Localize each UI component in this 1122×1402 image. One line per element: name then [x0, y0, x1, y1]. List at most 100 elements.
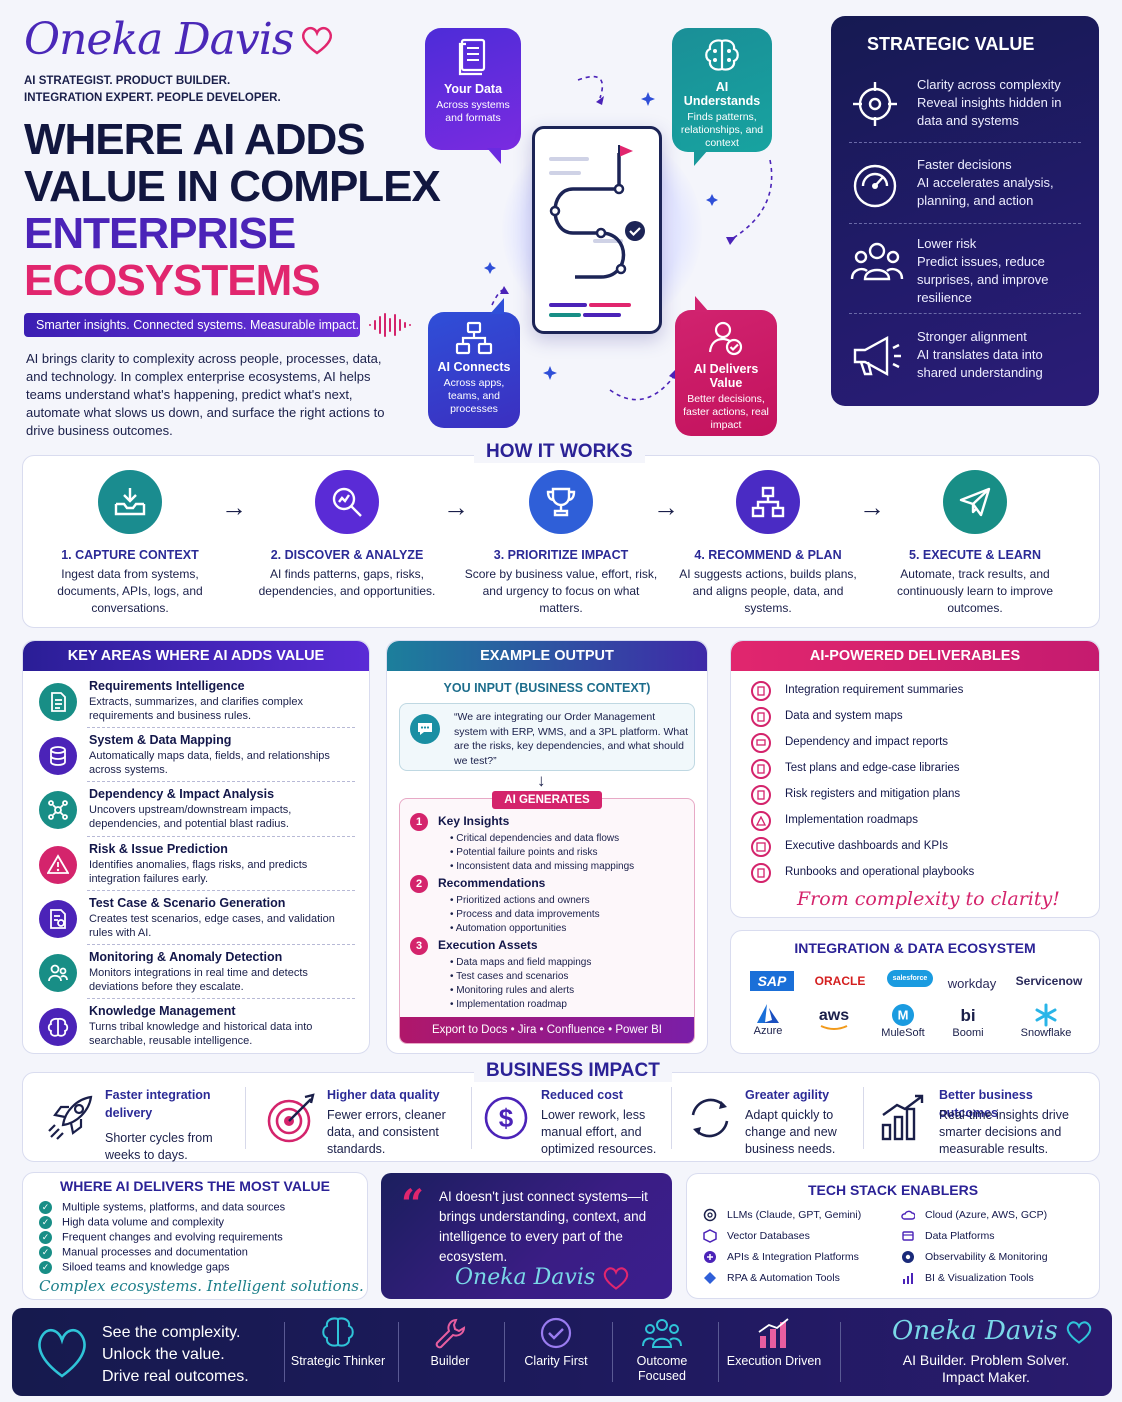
- step-desc: AI finds patterns, gaps, risks, dependen…: [258, 567, 436, 598]
- impact-item: $ Reduced cost Lower rework, less manual…: [479, 1083, 679, 1156]
- tech-item: RPA & Automation Tools: [703, 1271, 840, 1287]
- divider: [612, 1322, 613, 1382]
- people-icon: [642, 1319, 682, 1348]
- strategic-item-desc: Reveal insights hidden in data and syste…: [917, 95, 1062, 128]
- tech-item: Data Platforms: [901, 1229, 994, 1245]
- footer-line: Drive real outcomes.: [102, 1368, 249, 1385]
- bi-chart-icon: [903, 1273, 913, 1284]
- divider: [87, 998, 355, 999]
- divider: [245, 1087, 246, 1149]
- step-desc: Ingest data from systems, documents, API…: [57, 567, 203, 615]
- dashboard-icon: [751, 837, 771, 857]
- cloud-icon: [901, 1210, 915, 1220]
- document-icon: [51, 692, 66, 712]
- strategic-item-title: Stronger alignment: [917, 329, 1027, 344]
- key-area-title: Requirements Intelligence: [89, 679, 245, 693]
- bubble-your-data: Your Data Across systems and formats: [425, 28, 521, 164]
- deliverable-item: Risk registers and mitigation plans: [751, 785, 1091, 805]
- input-box: “We are integrating our Order Management…: [399, 703, 695, 771]
- key-area-desc: Identifies anomalies, flags risks, and p…: [89, 859, 308, 885]
- divider: [718, 1322, 719, 1382]
- divider: [671, 1087, 672, 1149]
- heart-icon: [38, 1328, 86, 1378]
- growth-chart-icon: [881, 1094, 924, 1141]
- group-title: Key Insights: [438, 814, 510, 828]
- check-circle-icon: [540, 1317, 572, 1349]
- footer-banner: See the complexity. Unlock the value. Dr…: [12, 1308, 1112, 1396]
- key-area-item: Risk & Issue Prediction Identifies anoma…: [37, 840, 355, 894]
- group-item: Implementation roadmap: [450, 998, 591, 1012]
- key-area-item: Knowledge Management Turns tribal knowle…: [37, 1002, 355, 1056]
- footer-lines: See the complexity. Unlock the value. Dr…: [102, 1322, 249, 1388]
- group-item: Monitoring rules and alerts: [450, 984, 591, 998]
- heart-icon: [302, 26, 333, 55]
- test-plan-icon: [751, 759, 771, 779]
- divider: [863, 1087, 864, 1149]
- magnifier-chart-icon: [332, 487, 362, 517]
- key-area-icon-circle: [39, 954, 77, 992]
- step-icon-circle: [315, 470, 379, 534]
- soundwave-icon: [369, 313, 411, 337]
- strategic-value-panel: STRATEGIC VALUE Clarity across complexit…: [831, 16, 1099, 406]
- impact-desc: Adapt quickly to change and new business…: [745, 1108, 837, 1156]
- most-value-tagline: Complex ecosystems. Intelligent solution…: [39, 1277, 364, 1295]
- impact-desc: Lower rework, less manual effort, and op…: [541, 1108, 657, 1156]
- step-title: 4. RECOMMEND & PLAN: [694, 548, 842, 562]
- arrow-down-icon: ↓: [537, 771, 546, 790]
- step-execute: 5. EXECUTE & LEARN Automate, track resul…: [875, 470, 1075, 617]
- deliverable-text: Data and system maps: [785, 710, 903, 722]
- strategic-title: STRATEGIC VALUE: [867, 34, 1035, 54]
- headline-line-1: WHERE AI ADDS: [24, 115, 366, 164]
- tech-stack-panel: TECH STACK ENABLERS LLMs (Claude, GPT, G…: [686, 1173, 1100, 1299]
- key-area-title: Test Case & Scenario Generation: [89, 896, 286, 910]
- footer-signature: Oneka Davis: [892, 1316, 1094, 1346]
- key-area-item: Requirements Intelligence Extracts, summ…: [37, 677, 355, 731]
- paper-plane-icon: [959, 487, 991, 517]
- your-data-title: Your Data: [443, 82, 503, 96]
- quote-panel: “ AI doesn't just connect systems—it bri…: [381, 1173, 672, 1299]
- deliverable-item: Implementation roadmaps: [751, 811, 1091, 831]
- divider: [87, 944, 355, 945]
- impact-title: Reduced cost: [541, 1088, 623, 1102]
- bubble-ai-delivers: AI Delivers Value Better decisions, fast…: [675, 296, 777, 436]
- impact-item: Better business outcomes Real-time insig…: [877, 1083, 1087, 1156]
- tech-stack-title: TECH STACK ENABLERS: [807, 1182, 979, 1198]
- svg-text:M: M: [898, 1008, 909, 1023]
- group-title: Execution Assets: [438, 938, 538, 952]
- impact-item: Faster integration delivery Shorter cycl…: [43, 1083, 243, 1162]
- tech-item: LLMs (Claude, GPT, Gemini): [703, 1208, 861, 1224]
- divider: [849, 313, 1081, 314]
- map-icon: [751, 707, 771, 727]
- deliverable-text: Runbooks and operational playbooks: [785, 866, 975, 878]
- group-item: Inconsistent data and missing mappings: [450, 860, 634, 874]
- ecosystem-title: INTEGRATION & DATA ECOSYSTEM: [794, 940, 1036, 956]
- footer-subtitle: AI Builder. Problem Solver. Impact Maker…: [902, 1352, 1070, 1385]
- key-areas-title: KEY AREAS WHERE AI ADDS VALUE: [23, 641, 369, 671]
- ai-understands-title: AI Understands: [683, 80, 761, 108]
- ai-generates-label: AI GENERATES: [492, 791, 602, 809]
- key-area-item: System & Data Mapping Automatically maps…: [37, 731, 355, 785]
- divider: [504, 1322, 505, 1382]
- impact-title: Greater agility: [745, 1088, 830, 1102]
- export-bar[interactable]: Export to Docs • Jira • Confluence • Pow…: [400, 1017, 694, 1043]
- deliverables-panel: AI-POWERED DELIVERABLES Integration requ…: [730, 640, 1100, 918]
- step-icon-circle: [529, 470, 593, 534]
- most-value-panel: WHERE AI DELIVERS THE MOST VALUE ✓Multip…: [22, 1172, 368, 1300]
- headline-line-4: ECOSYSTEMS: [24, 256, 321, 305]
- bubble-ai-understands: AI Understands Finds patterns, relations…: [672, 28, 772, 166]
- strategic-item-desc: AI translates data into shared understan…: [917, 347, 1043, 380]
- group-item: Potential failure points and risks: [450, 846, 634, 860]
- warning-icon: [47, 854, 69, 874]
- bar-chart-icon: [758, 1318, 789, 1348]
- cycle-icon: [691, 1098, 729, 1138]
- risk-register-icon: [751, 785, 771, 805]
- deliverables-tagline: From complexity to clarity!: [797, 888, 1060, 910]
- divider: [849, 142, 1081, 143]
- deliverable-item: Integration requirement summaries: [751, 681, 1091, 701]
- wrench-icon: [435, 1318, 466, 1349]
- deliverables-title: AI-POWERED DELIVERABLES: [731, 641, 1099, 671]
- svg-text:bi: bi: [960, 1006, 975, 1025]
- group-number: 1: [410, 813, 428, 831]
- most-value-item: ✓High data volume and complexity: [39, 1216, 224, 1231]
- step-prioritize: 3. PRIORITIZE IMPACT Score by business v…: [461, 470, 661, 617]
